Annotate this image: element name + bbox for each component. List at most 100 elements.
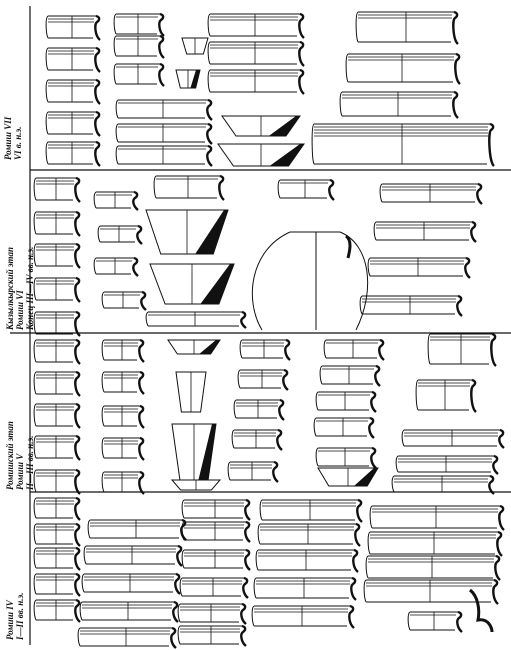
rim-fragment [145, 310, 247, 329]
rim-fragment [207, 40, 305, 67]
rim-fragment [323, 338, 385, 361]
rim-fragment [33, 276, 81, 303]
rim-fragment [207, 12, 305, 39]
phase-line: Ромиш V [15, 453, 25, 490]
phase-line: Конец III—IV вв. н.э. [25, 246, 35, 330]
bowl-section [181, 37, 209, 55]
rim-fragment [33, 496, 81, 521]
rim-fragment [83, 544, 183, 567]
rim-fragment [177, 602, 247, 625]
rim-fragment [181, 520, 251, 543]
bowl-section [149, 263, 235, 305]
bowl-section [170, 479, 222, 491]
rim-fragment [101, 290, 147, 311]
rim-fragment [33, 176, 81, 203]
rim-fragment [101, 404, 145, 429]
phase-line: I—II вв. н.э. [15, 592, 25, 640]
phase-label-ramis-v: Ромишский этап Ромиш V II—III вв. н.э. [5, 421, 35, 490]
phase-line: VI в. н.э. [13, 126, 23, 160]
rim-fragment [177, 624, 247, 647]
phase-label-ramis-vi: Кызылкырский этап Ромиш VI Конец III—IV … [5, 247, 35, 330]
bowl-section [171, 423, 217, 481]
bowl-section [167, 339, 221, 355]
bowl-section [175, 69, 201, 89]
rim-fragment [153, 174, 225, 201]
rim-fragment [239, 338, 291, 361]
rim-fragment [207, 68, 305, 95]
rim-fragment [251, 604, 355, 629]
rim-fragment [45, 110, 101, 137]
rim-fragment [315, 390, 377, 413]
rim-fragment [33, 434, 81, 461]
phase-line: Кызылкырский этап [5, 247, 15, 330]
rim-fragment [45, 140, 101, 167]
rim-fragment [373, 220, 477, 243]
rim-fragment [401, 428, 505, 449]
rim-fragment [33, 468, 81, 495]
rim-fragment [407, 610, 463, 633]
rim-fragment [33, 370, 81, 397]
rim-fragment [97, 224, 143, 245]
bowl-section [175, 371, 207, 413]
rim-fragment [101, 470, 145, 495]
jar-rim-profile [468, 588, 494, 633]
rim-fragment [33, 242, 81, 269]
rim-fragment [277, 178, 335, 201]
rim-fragment [311, 122, 495, 167]
phase-label-ramis-iv: Ромиш IV I—II вв. н.э. [5, 592, 25, 640]
rim-fragment [45, 78, 101, 105]
rim-fragment [33, 338, 81, 365]
rim-fragment [33, 572, 81, 597]
rim-fragment [33, 598, 81, 623]
rim-fragment [427, 332, 497, 367]
rim-fragment [395, 454, 499, 475]
rim-fragment [113, 34, 165, 59]
rim-fragment [369, 504, 505, 531]
phase-label-ramis-vii: Ромиш VII VI в. н.э. [3, 117, 23, 160]
bowl-section [217, 143, 305, 167]
rim-fragment [253, 576, 357, 601]
rim-fragment [93, 190, 139, 211]
rim-fragment [379, 182, 483, 205]
rim-fragment [319, 364, 381, 387]
rim-fragment [415, 378, 477, 413]
rim-fragment [33, 522, 81, 547]
rim-fragment [93, 256, 139, 277]
rim-fragment [367, 256, 471, 279]
bowl-section [221, 115, 301, 137]
rim-fragment [181, 498, 251, 521]
rim-fragment [45, 14, 101, 41]
phase-line: Ромиш VI [15, 290, 25, 330]
rim-fragment [79, 600, 179, 623]
rim-fragment [259, 498, 363, 523]
rim-fragment [101, 338, 145, 363]
rim-fragment [255, 548, 359, 573]
phase-line: II—III вв. н.э. [25, 435, 35, 490]
phase-line: Ромиш IV [5, 600, 15, 640]
rim-fragment [115, 144, 213, 167]
rim-fragment [313, 416, 375, 439]
rim-fragment [81, 572, 181, 595]
rim-fragment [115, 122, 213, 145]
rim-fragment [233, 398, 285, 421]
rim-fragment [359, 294, 463, 317]
rim-fragment [33, 310, 81, 337]
rim-fragment [345, 52, 461, 85]
rim-fragment [365, 554, 501, 581]
rim-fragment [179, 576, 249, 599]
large-jar-section [251, 231, 369, 331]
rim-fragment [367, 530, 503, 557]
rim-fragment [33, 546, 81, 571]
rim-fragment [101, 436, 145, 461]
jar-rim-profile [344, 234, 352, 259]
rim-fragment [237, 368, 289, 391]
bowl-section [145, 209, 229, 255]
rim-fragment [363, 578, 499, 605]
rim-fragment [181, 548, 251, 571]
rim-fragment [113, 12, 165, 37]
rim-fragment [231, 428, 283, 451]
rim-fragment [77, 626, 177, 649]
phase-line: Ромишский этап [5, 421, 15, 490]
rim-fragment [45, 46, 101, 73]
